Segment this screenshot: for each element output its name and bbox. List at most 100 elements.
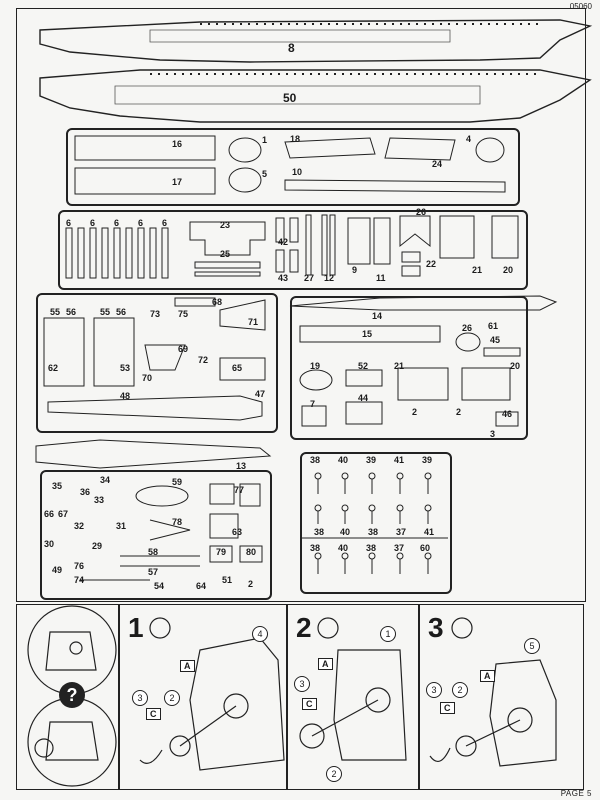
- sprue-e: [40, 470, 272, 600]
- figure-label: 41: [394, 455, 405, 465]
- figure-label: 39: [422, 455, 433, 465]
- part-label: 44: [358, 393, 369, 403]
- flag-c: C: [146, 708, 161, 720]
- part-label: 63: [232, 527, 243, 537]
- sprue-d: [290, 296, 528, 440]
- flag-c: C: [302, 698, 317, 710]
- part-label: 7: [310, 399, 316, 409]
- part-label: 32: [74, 521, 85, 531]
- part-label: 56: [66, 307, 77, 317]
- part-label: 58: [148, 547, 159, 557]
- figure-label: 38: [314, 527, 325, 537]
- figure-label: 37: [396, 527, 407, 537]
- part-label: 1: [262, 135, 268, 145]
- step-number: 3: [428, 612, 444, 643]
- part-label: 6: [90, 218, 96, 228]
- figure-label: 40: [338, 543, 349, 553]
- part-label: 35: [52, 481, 63, 491]
- part-label: 21: [394, 361, 405, 371]
- part-label: 2: [456, 407, 462, 417]
- part-label: 12: [324, 273, 335, 283]
- part-label: 31: [116, 521, 127, 531]
- part-label: 46: [502, 409, 513, 419]
- part-label: 48: [120, 391, 131, 401]
- part-label: 5: [262, 169, 268, 179]
- assembly-divider: [418, 604, 420, 790]
- part-label: 56: [116, 307, 127, 317]
- part-label: 3: [490, 429, 496, 439]
- part-label: 45: [490, 335, 501, 345]
- part-label: 54: [154, 581, 165, 591]
- question-icon: ?: [59, 682, 85, 708]
- part-label: 24: [432, 159, 443, 169]
- part-label: 69: [178, 344, 189, 354]
- callout: 4: [252, 626, 268, 642]
- callout: 5: [524, 638, 540, 654]
- part-label: 47: [255, 389, 266, 399]
- part-label-8: 8: [288, 41, 295, 55]
- flag-c: C: [440, 702, 455, 714]
- part-label: 19: [310, 361, 321, 371]
- part-label: 52: [358, 361, 369, 371]
- part-label: 27: [304, 273, 315, 283]
- part-label: 33: [94, 495, 105, 505]
- part-label: 78: [172, 517, 183, 527]
- part-label: 6: [138, 218, 144, 228]
- sprue-a: [66, 128, 520, 206]
- part-label: 22: [426, 259, 437, 269]
- part-label: 61: [488, 321, 499, 331]
- step-number: 2: [296, 612, 312, 643]
- assembly-divider: [286, 604, 288, 790]
- part-label: 14: [372, 311, 383, 321]
- figure-label: 39: [366, 455, 377, 465]
- part-label: 9: [352, 265, 358, 275]
- part-label: 2: [412, 407, 418, 417]
- callout: 3: [426, 682, 442, 698]
- part-label: 15: [362, 329, 373, 339]
- part-label-50: 50: [283, 91, 297, 105]
- part-label: 80: [246, 547, 257, 557]
- part-label: 6: [66, 218, 72, 228]
- part-label: 26: [416, 207, 427, 217]
- callout: 3: [294, 676, 310, 692]
- part-label: 72: [198, 355, 209, 365]
- part-label: 76: [74, 561, 85, 571]
- part-label: 21: [472, 265, 483, 275]
- part-label: 20: [510, 361, 521, 371]
- part-label: 34: [100, 475, 111, 485]
- part-label: 26: [462, 323, 473, 333]
- part-label: 51: [222, 575, 233, 585]
- part-label: 30: [44, 539, 55, 549]
- part-label: 10: [292, 167, 303, 177]
- figure-label: 38: [366, 543, 377, 553]
- part-label: 42: [278, 237, 289, 247]
- callout: 1: [380, 626, 396, 642]
- part-label: 68: [212, 297, 223, 307]
- part-label: 77: [234, 485, 245, 495]
- figure-label: 38: [310, 543, 321, 553]
- figure-label: 60: [420, 543, 431, 553]
- figure-label: 38: [310, 455, 321, 465]
- callout: 2: [452, 682, 468, 698]
- part-label: 71: [248, 317, 259, 327]
- part-label: 66: [44, 509, 55, 519]
- part-label: 62: [48, 363, 59, 373]
- part-label: 75: [178, 309, 189, 319]
- part-label: 13: [236, 461, 247, 471]
- document-code: 05060: [569, 2, 592, 11]
- figure-label: 41: [424, 527, 435, 537]
- part-label: 11: [376, 273, 386, 283]
- parts-frame: [16, 8, 586, 602]
- assembly-divider: [118, 604, 120, 790]
- part-label: 67: [58, 509, 69, 519]
- part-label: 23: [220, 220, 231, 230]
- assembly-frame: [16, 604, 584, 790]
- figure-label: 38: [368, 527, 379, 537]
- part-label: 18: [290, 134, 301, 144]
- figure-label: 40: [338, 455, 349, 465]
